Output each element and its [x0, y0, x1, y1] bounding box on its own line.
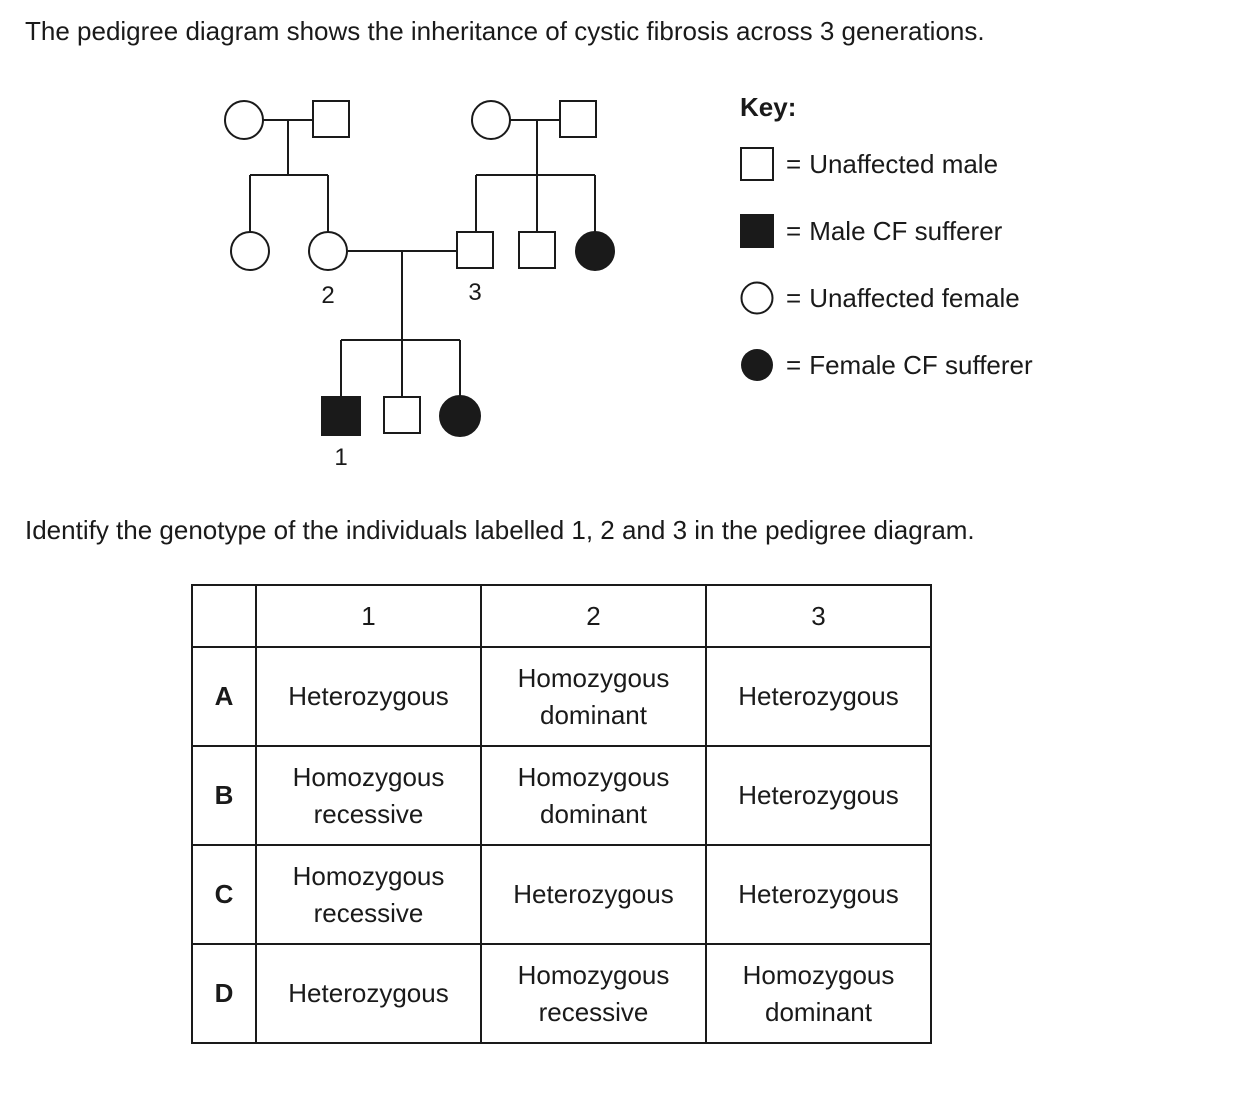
intro-text: The pedigree diagram shows the inheritan… — [25, 16, 985, 46]
key-label: Male CF sufferer — [809, 215, 1003, 246]
cell-line: dominant — [765, 996, 872, 1027]
table-row: B Homozygous recessive Homozygous dominant… — [191, 745, 932, 846]
label-individual-3: 3 — [468, 279, 481, 306]
unaffected-female-circle-icon — [471, 100, 511, 140]
unaffected-male-square-icon — [518, 231, 556, 269]
option-label: B — [191, 745, 257, 846]
table-header-cell: 3 — [705, 584, 932, 648]
table-cell: Homozygous dominant — [705, 943, 932, 1044]
cell-line: Heterozygous — [738, 879, 899, 909]
cell-line: recessive — [313, 798, 424, 829]
unaffected-female-circle-icon — [230, 231, 270, 271]
table-cell: Heterozygous — [255, 943, 482, 1044]
unaffected-female-circle-icon — [308, 231, 348, 271]
table-cell: Homozygous recessive — [255, 844, 482, 945]
table-cell: Heterozygous — [705, 646, 932, 747]
cell-line: Homozygous — [292, 860, 445, 891]
unaffected-male-square-icon — [456, 231, 494, 269]
key-item-male-cf-sufferer: = Male CF sufferer — [740, 213, 1002, 249]
label-individual-2: 2 — [321, 282, 334, 309]
table-header-row: 1 2 3 — [191, 584, 932, 648]
table-header-cell — [191, 584, 257, 648]
table-cell: Homozygous recessive — [255, 745, 482, 846]
unaffected-female-circle-icon — [224, 100, 264, 140]
cell-line: dominant — [540, 699, 647, 730]
cell-line: Heterozygous — [738, 780, 899, 810]
affected-male-square-icon — [740, 214, 774, 248]
table-cell: Heterozygous — [255, 646, 482, 747]
unaffected-male-square-icon — [740, 147, 774, 181]
key-equals: = — [786, 148, 802, 179]
cell-line: recessive — [538, 996, 649, 1027]
table-header-cell: 1 — [255, 584, 482, 648]
key-equals: = — [786, 282, 802, 313]
affected-female-circle-icon — [575, 231, 615, 271]
key-label: Unaffected female — [809, 282, 1020, 313]
option-label: C — [191, 844, 257, 945]
key-title: Key: — [740, 92, 797, 122]
cell-line: Homozygous — [517, 662, 670, 693]
cell-line: Homozygous — [517, 761, 670, 792]
cell-line: Heterozygous — [513, 879, 674, 909]
cell-line: recessive — [313, 897, 424, 928]
unaffected-male-square-icon — [383, 396, 421, 434]
key-equals: = — [786, 349, 802, 380]
key-label: Female CF sufferer — [809, 349, 1033, 380]
affected-female-circle-icon — [439, 395, 481, 437]
cell-line: Heterozygous — [288, 978, 449, 1008]
table-cell: Heterozygous — [705, 745, 932, 846]
table-row: D Heterozygous Homozygous recessive Homoz… — [191, 943, 932, 1044]
table-row: C Homozygous recessive Heterozygous Heter… — [191, 844, 932, 945]
affected-female-circle-icon — [741, 349, 773, 381]
option-label: D — [191, 943, 257, 1044]
table-cell: Heterozygous — [480, 844, 707, 945]
affected-male-square-icon — [321, 396, 361, 436]
unaffected-female-circle-icon — [740, 281, 774, 315]
answer-options-table: 1 2 3 A Heterozygous Homozygous dominant … — [191, 584, 932, 1044]
key-item-female-cf-sufferer: = Female CF sufferer — [740, 347, 1033, 383]
cell-line: Homozygous — [742, 959, 895, 990]
label-individual-1: 1 — [334, 444, 347, 471]
cell-line: Heterozygous — [738, 681, 899, 711]
key-label: Unaffected male — [809, 148, 999, 179]
cell-line: Homozygous — [292, 761, 445, 792]
table-cell: Homozygous dominant — [480, 646, 707, 747]
cell-line: dominant — [540, 798, 647, 829]
key-equals: = — [786, 215, 802, 246]
table-row: A Heterozygous Homozygous dominant Hetero… — [191, 646, 932, 747]
cell-line: Heterozygous — [288, 681, 449, 711]
key-item-unaffected-male: = Unaffected male — [740, 146, 998, 182]
table-header-cell: 2 — [480, 584, 707, 648]
key-item-unaffected-female: = Unaffected female — [740, 280, 1020, 316]
table-cell: Homozygous dominant — [480, 745, 707, 846]
unaffected-male-square-icon — [312, 100, 350, 138]
cell-line: Homozygous — [517, 959, 670, 990]
table-cell: Heterozygous — [705, 844, 932, 945]
question-text: Identify the genotype of the individuals… — [25, 515, 975, 545]
option-label: A — [191, 646, 257, 747]
table-cell: Homozygous recessive — [480, 943, 707, 1044]
unaffected-male-square-icon — [559, 100, 597, 138]
pedigree-diagram: 2 3 1 — [224, 100, 615, 471]
